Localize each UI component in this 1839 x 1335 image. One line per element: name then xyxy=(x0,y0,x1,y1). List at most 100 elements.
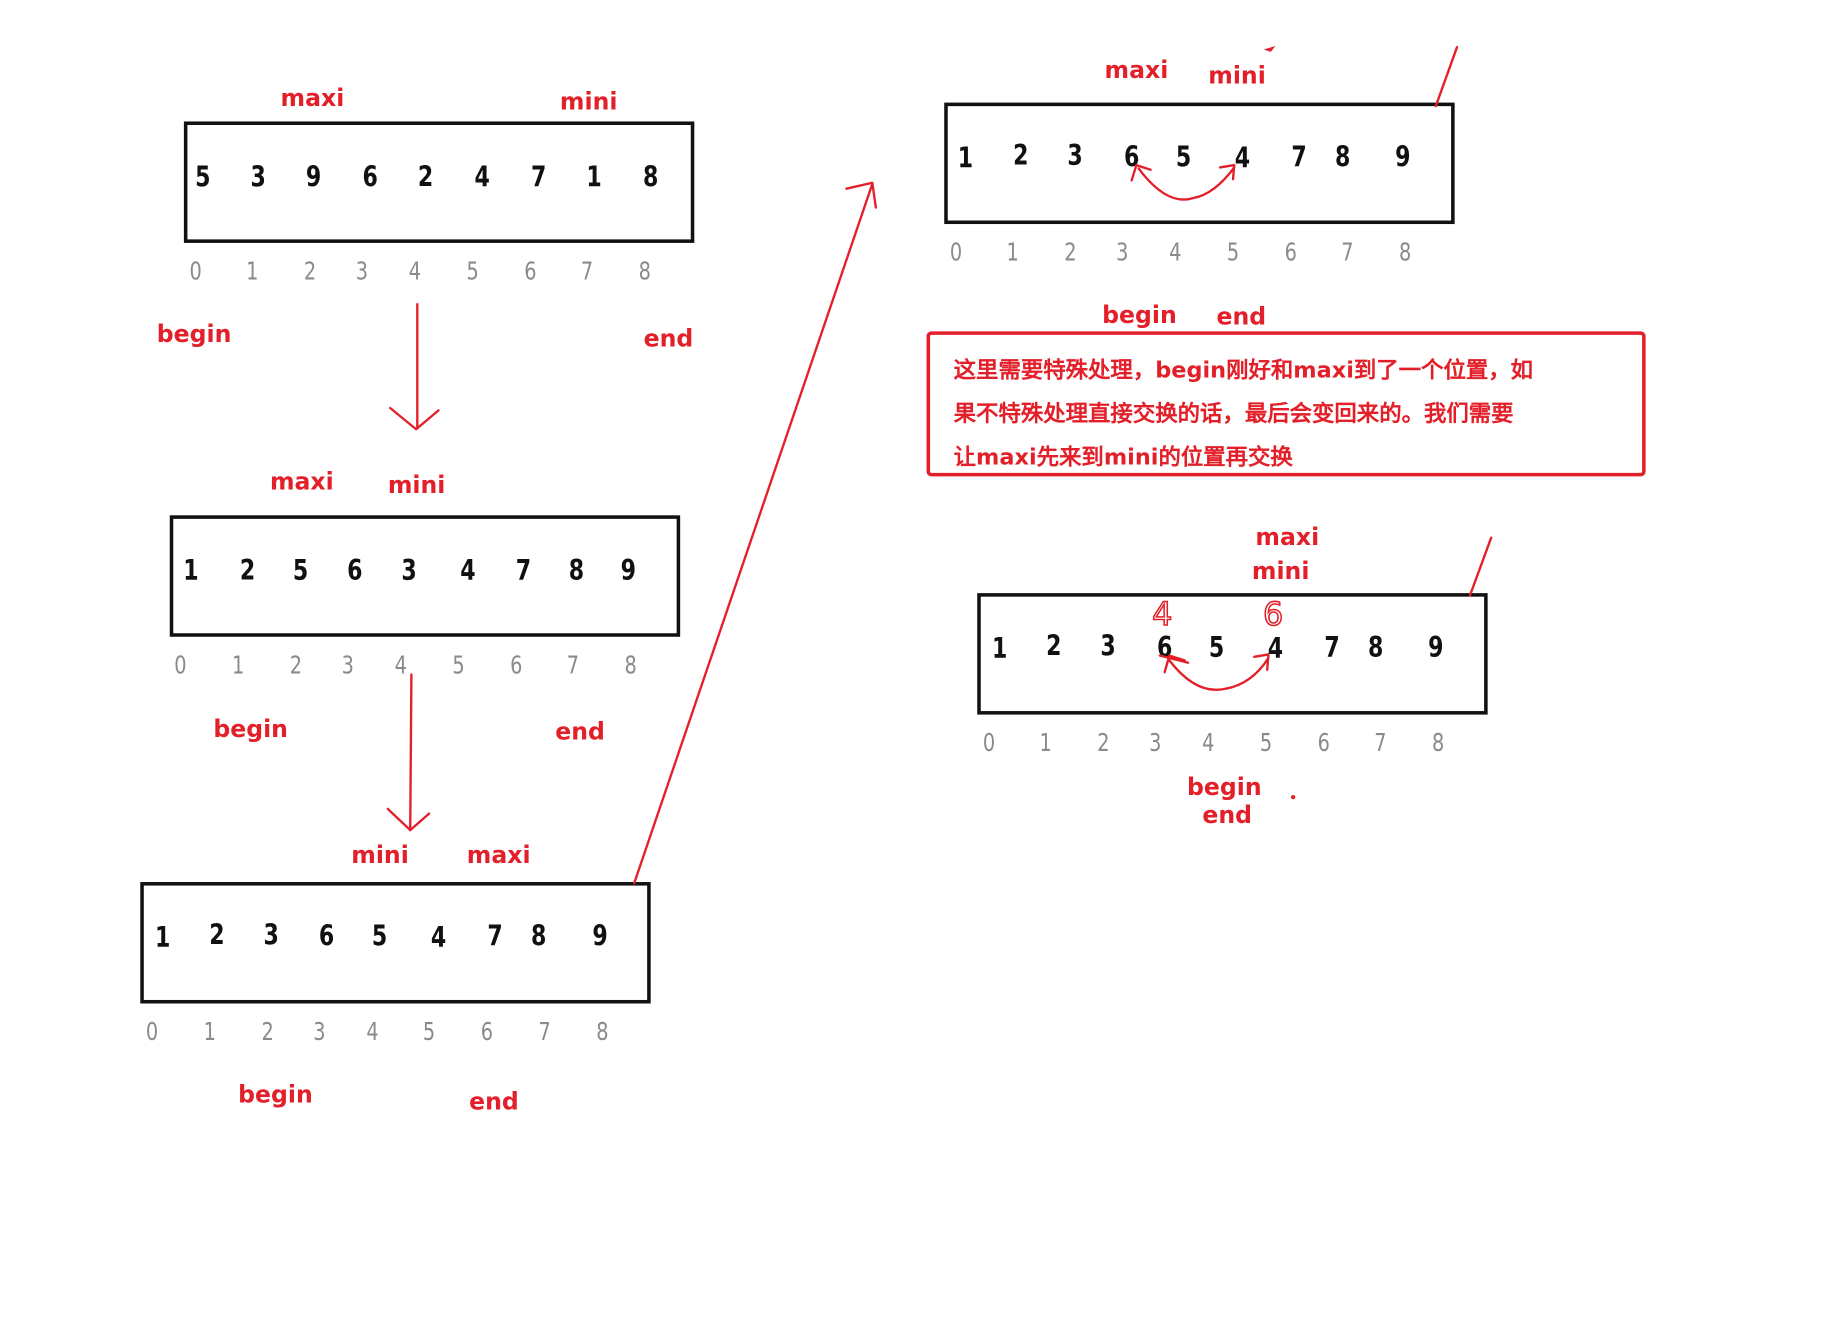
step5-mini-label: mini xyxy=(1251,556,1310,585)
step1-end-label: end xyxy=(643,324,694,353)
step3-cell: 3 xyxy=(263,918,279,952)
step4-cell: 3 xyxy=(1067,139,1083,173)
step2-cell: 7 xyxy=(515,554,532,588)
step2-maxi-label: maxi xyxy=(269,466,334,496)
step2-cell: 1 xyxy=(183,554,199,588)
note-line: 果不特殊处理直接交换的话，最后会变回来的。我们需要 xyxy=(953,400,1514,427)
diagonal-arrow-head xyxy=(845,181,878,209)
handwritten-4: 4 xyxy=(1152,595,1172,633)
step2-index: 7 xyxy=(566,650,580,680)
step2-cell: 2 xyxy=(239,554,256,588)
step5-cell: 3 xyxy=(1100,629,1116,663)
step2-cell: 8 xyxy=(568,554,585,588)
down-arrow-2-head xyxy=(386,807,431,832)
step4-index: 6 xyxy=(1284,238,1297,267)
step1-index: 0 xyxy=(189,257,202,286)
step4-end-label: end xyxy=(1216,301,1267,331)
step5-cell: 1 xyxy=(991,632,1008,666)
step4-begin-label: begin xyxy=(1102,300,1177,329)
step2-index: 1 xyxy=(231,650,245,680)
step3-cell: 1 xyxy=(154,920,171,954)
step5-cell: 8 xyxy=(1367,630,1384,664)
step4-index: 3 xyxy=(1116,238,1129,267)
step2-index: 3 xyxy=(341,650,354,680)
step1-index: 8 xyxy=(638,257,651,286)
step1-begin-label: begin xyxy=(156,319,232,348)
step3-cell: 8 xyxy=(531,919,547,953)
step4-cell: 6 xyxy=(1123,140,1140,174)
step5-cell: 2 xyxy=(1046,629,1062,663)
step3-cell: 7 xyxy=(487,919,503,953)
step2-cell: 5 xyxy=(292,554,309,588)
step1-cell: 4 xyxy=(474,160,490,194)
step5-begin-label: begin xyxy=(1187,772,1262,801)
step3-index: 7 xyxy=(538,1017,551,1046)
step4-cell: 8 xyxy=(1334,140,1351,174)
step3-cell: 4 xyxy=(430,920,447,954)
step4-swap-arc-head-right xyxy=(1218,163,1236,181)
step3-cell: 9 xyxy=(592,919,608,953)
step2-cell: 4 xyxy=(460,554,476,588)
note-line: 让maxi先来到mini的位置再交换 xyxy=(953,444,1293,471)
step5-end-label: end xyxy=(1202,800,1253,829)
step1-cell: 2 xyxy=(417,160,434,194)
step2-index: 0 xyxy=(174,650,187,680)
step5-index: 2 xyxy=(1097,728,1110,758)
step3-index: 3 xyxy=(313,1017,326,1046)
step2-array-box xyxy=(169,515,681,637)
step1-index: 2 xyxy=(303,257,317,286)
handwritten-6: 6 xyxy=(1263,595,1283,633)
step3-index: 2 xyxy=(261,1017,274,1046)
step1-maxi-label: maxi xyxy=(280,83,345,113)
step4-cell: 5 xyxy=(1175,140,1192,174)
step1-array-box xyxy=(183,121,695,243)
step1-cell: 6 xyxy=(362,160,378,194)
step2-index: 8 xyxy=(624,650,637,680)
step5-index: 1 xyxy=(1039,728,1052,758)
step1-index: 7 xyxy=(580,257,594,286)
step4-index: 7 xyxy=(1341,238,1354,267)
explanation-note: 这里需要特殊处理，begin刚好和maxi到了一个位置，如 果不特殊处理直接交换… xyxy=(926,331,1646,477)
step3-cell: 5 xyxy=(371,919,388,953)
step2-cell: 3 xyxy=(401,554,417,588)
step5-cell: 6 xyxy=(1156,630,1173,664)
step3-array-box xyxy=(140,882,651,1004)
step2-end-label: end xyxy=(555,716,605,746)
step1-cell: 5 xyxy=(195,160,211,194)
step4-cell: 9 xyxy=(1395,140,1411,174)
step5-index: 0 xyxy=(982,728,996,758)
step5-cell: 7 xyxy=(1324,630,1340,664)
step5-index: 3 xyxy=(1149,728,1162,758)
step5-index: 6 xyxy=(1317,728,1330,758)
step1-cell: 3 xyxy=(250,160,266,194)
step5-scratch xyxy=(1158,654,1190,664)
step1-cell: 9 xyxy=(305,160,322,194)
step4-index: 1 xyxy=(1006,238,1019,267)
box5-corner-stroke xyxy=(1468,536,1493,597)
step4-cell: 2 xyxy=(1013,139,1029,173)
step1-index: 5 xyxy=(466,257,479,286)
step5-index: 8 xyxy=(1431,728,1445,758)
step5-array-box xyxy=(977,593,1488,715)
step4-maxi-label: maxi xyxy=(1104,55,1169,84)
step5-cell: 4 xyxy=(1267,632,1284,666)
step1-index: 1 xyxy=(246,257,259,286)
step5-swap-arc-head-right xyxy=(1253,653,1270,671)
step1-mini-label: mini xyxy=(559,87,618,116)
step2-mini-label: mini xyxy=(387,470,446,499)
step2-begin-label: begin xyxy=(213,714,288,743)
step3-index: 6 xyxy=(480,1017,493,1046)
step4-swap-arc xyxy=(1137,166,1236,201)
step4-index: 2 xyxy=(1064,238,1077,267)
stray-dot xyxy=(1291,795,1296,800)
step1-index: 3 xyxy=(355,257,369,286)
step1-cell: 1 xyxy=(586,160,602,194)
step3-index: 1 xyxy=(203,1017,216,1046)
step3-index: 8 xyxy=(596,1017,609,1046)
step2-cell: 6 xyxy=(347,554,363,588)
step2-index: 2 xyxy=(289,650,303,680)
step4-index: 4 xyxy=(1169,238,1182,267)
step1-cell: 7 xyxy=(531,160,547,194)
step4-swap-arc-head-left xyxy=(1130,163,1152,182)
